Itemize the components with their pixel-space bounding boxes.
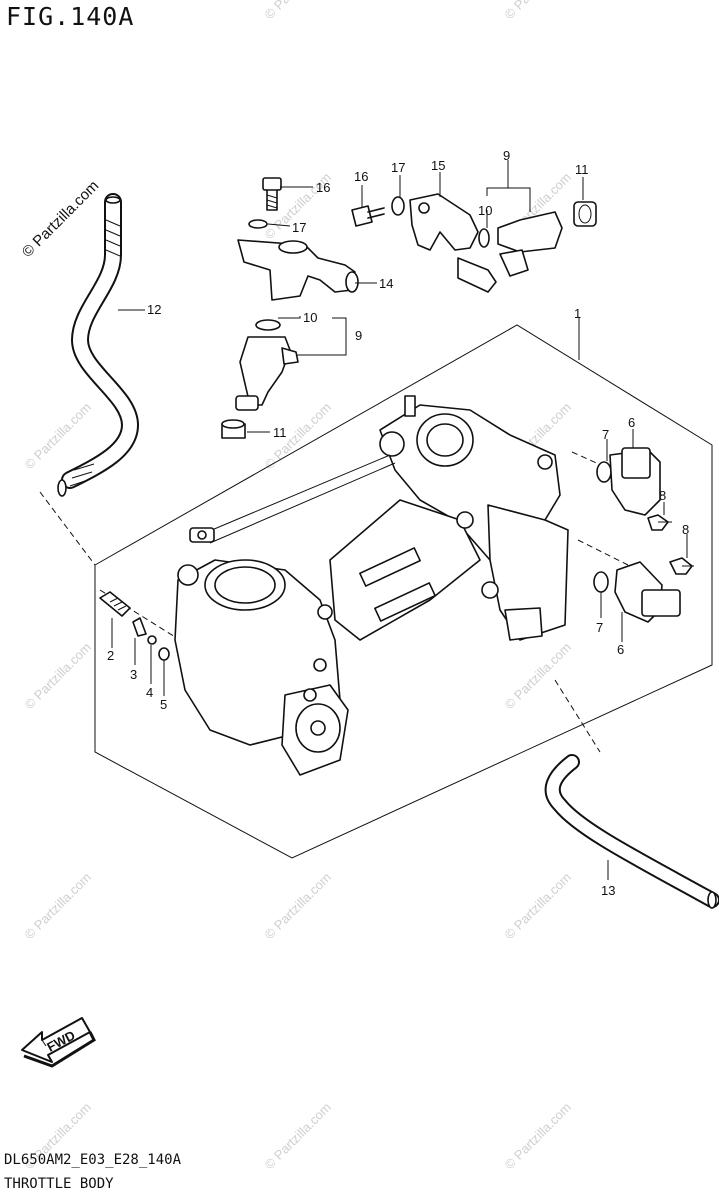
assembly-outline <box>94 324 713 859</box>
watermark-text: © Partzilla.com <box>22 640 95 713</box>
callout-12: 12 <box>147 302 161 317</box>
callout-17: 17 <box>292 220 306 235</box>
watermark-text: © Partzilla.com <box>262 1100 335 1173</box>
hose-13 <box>544 754 719 909</box>
diagram-name: THROTTLE BODY <box>4 1176 114 1192</box>
callout-11: 11 <box>273 425 287 440</box>
watermark-text: © Partzilla.com <box>502 1100 575 1173</box>
right-injector-group <box>351 193 597 293</box>
leader-lines <box>111 160 688 880</box>
callout-10: 10 <box>478 203 492 218</box>
callout-6: 6 <box>628 415 635 430</box>
guide-line <box>577 539 629 566</box>
callout-1: 1 <box>574 306 581 321</box>
callout-14: 14 <box>379 276 393 291</box>
callout-2: 2 <box>107 648 114 663</box>
watermark-text: © Partzilla.com <box>262 0 335 22</box>
callout-16: 16 <box>354 169 368 184</box>
callout-8: 8 <box>659 488 666 503</box>
figure-title: FIG.140A <box>6 2 135 31</box>
watermark-text: © Partzilla.com <box>502 870 575 943</box>
callout-17: 17 <box>391 160 405 175</box>
fwd-label: FWD <box>44 1028 77 1055</box>
guide-line <box>554 679 601 753</box>
callout-7: 7 <box>602 427 609 442</box>
fwd-arrow-icon: FWD <box>21 1017 96 1068</box>
watermark-text: © Partzilla.com <box>502 0 575 22</box>
callout-3: 3 <box>130 667 137 682</box>
callout-13: 13 <box>601 883 615 898</box>
callout-4: 4 <box>146 685 153 700</box>
throttle-body-assembly <box>174 395 569 776</box>
sensor-parts-right <box>593 447 694 623</box>
callout-7: 7 <box>596 620 603 635</box>
callout-9: 9 <box>355 328 362 343</box>
watermark-text: © Partzilla.com <box>502 640 575 713</box>
guide-line <box>571 451 613 471</box>
small-parts-left <box>99 591 170 661</box>
watermark-text: © Partzilla.com <box>262 870 335 943</box>
hose-12 <box>57 193 140 497</box>
guide-line <box>39 491 96 566</box>
diagram-code: DL650AM2_E03_E28_140A <box>4 1152 182 1168</box>
callout-10: 10 <box>303 310 317 325</box>
callout-6: 6 <box>617 642 624 657</box>
callout-9: 9 <box>503 148 510 163</box>
callout-11: 11 <box>575 162 589 177</box>
watermark-text: © Partzilla.com <box>22 870 95 943</box>
callout-numbers: 1 2 3 4 5 6 6 7 7 8 8 9 9 10 10 11 11 12… <box>107 148 689 898</box>
callout-15: 15 <box>431 158 445 173</box>
callout-5: 5 <box>160 697 167 712</box>
callout-16: 16 <box>316 180 330 195</box>
watermark-text: © Partzilla.com <box>22 400 95 473</box>
callout-8: 8 <box>682 522 689 537</box>
brand-watermark: © Partzilla.com <box>19 177 102 260</box>
left-injector-group <box>221 177 359 439</box>
